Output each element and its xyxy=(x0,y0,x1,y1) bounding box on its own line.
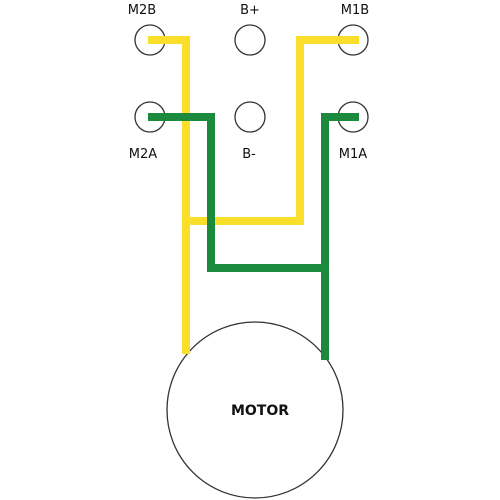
terminal-bplus-label: B+ xyxy=(240,3,260,18)
terminal-m2a-label: M2A xyxy=(129,147,157,162)
terminal-m2a: M2A xyxy=(129,101,166,162)
terminal-m1b: M1B xyxy=(337,3,369,56)
terminal-bminus-label: B- xyxy=(242,147,256,162)
terminal-bminus-circle xyxy=(234,101,266,133)
green-wire-motor-lead xyxy=(321,113,359,360)
terminal-m1a: M1A xyxy=(337,101,369,162)
motor-circle xyxy=(166,321,344,499)
terminal-bminus: B- xyxy=(234,101,266,162)
terminal-m2b-label: M2B xyxy=(128,3,156,18)
terminal-m1a-label: M1A xyxy=(339,147,367,162)
yellow-wire-crossover xyxy=(186,36,359,225)
terminal-m2b: M2B xyxy=(128,3,166,56)
green-wire xyxy=(148,113,325,272)
motor: MOTOR xyxy=(166,321,344,499)
terminal-bplus-circle xyxy=(234,24,266,56)
terminal-bplus: B+ xyxy=(234,3,266,56)
yellow-wire xyxy=(148,36,190,354)
terminal-m1b-label: M1B xyxy=(341,3,369,18)
motor-label: MOTOR xyxy=(231,403,289,419)
